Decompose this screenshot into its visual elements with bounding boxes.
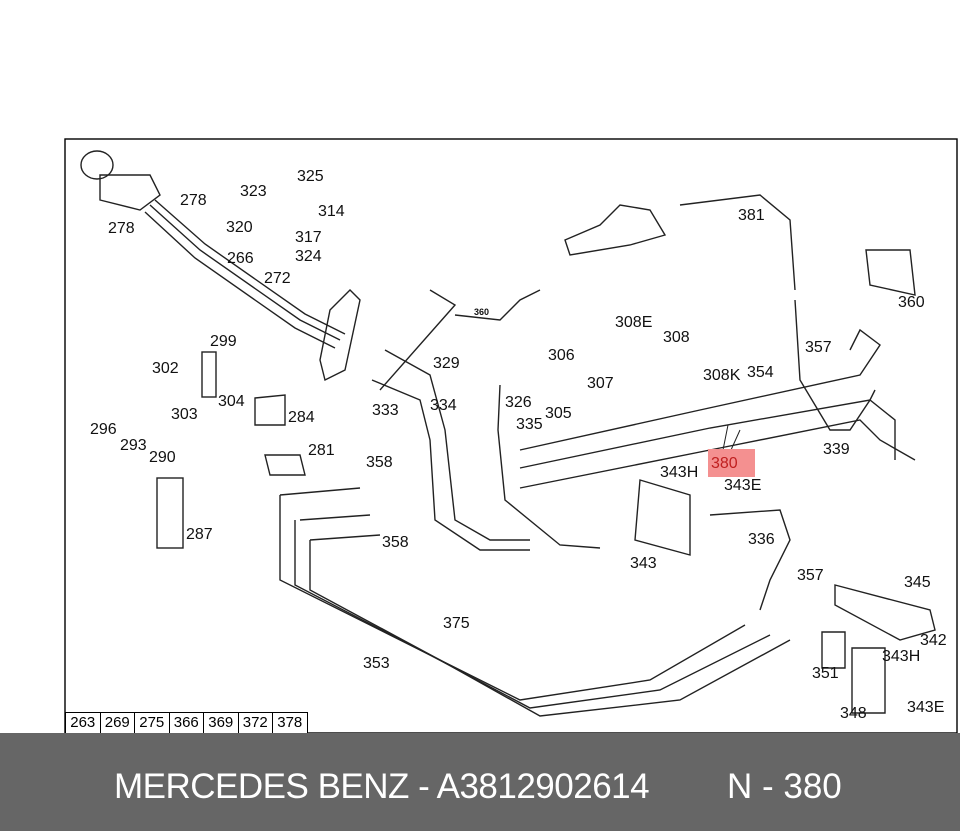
part-label: 308E bbox=[615, 314, 653, 331]
part-label: 284 bbox=[288, 409, 315, 426]
part-label: 343H bbox=[882, 648, 921, 665]
part-label: 323 bbox=[240, 183, 267, 200]
related-part-cell: 366 bbox=[168, 713, 204, 733]
highlighted-part-number: 380 bbox=[711, 455, 738, 472]
part-label: 305 bbox=[545, 405, 572, 422]
part-label: 317 bbox=[295, 229, 322, 246]
part-label: 339 bbox=[823, 441, 850, 458]
part-label: 354 bbox=[747, 364, 774, 381]
part-label: 343E bbox=[724, 477, 762, 494]
part-label: 358 bbox=[366, 454, 393, 471]
part-label: 334 bbox=[430, 397, 457, 414]
reservoir bbox=[99, 174, 161, 211]
highlighted-part-callout[interactable]: 380 bbox=[708, 449, 755, 477]
part-label: 333 bbox=[372, 402, 399, 419]
part-label: 324 bbox=[295, 248, 322, 265]
part-label: 335 bbox=[516, 416, 543, 433]
part-label: 343H bbox=[660, 464, 699, 481]
related-part-cell: 369 bbox=[203, 713, 238, 733]
part-label: 307 bbox=[587, 375, 614, 392]
part-label: 357 bbox=[805, 339, 832, 356]
part-label: 303 bbox=[171, 406, 198, 423]
part-label: 357 bbox=[797, 567, 824, 584]
footer-bar: MERCEDES BENZ - A3812902614 N - 380 bbox=[0, 733, 960, 831]
related-part-cell: 372 bbox=[237, 713, 273, 733]
part-label: 272 bbox=[264, 270, 291, 287]
part-label: 296 bbox=[90, 421, 117, 438]
part-label: 287 bbox=[186, 526, 213, 543]
related-part-cell: 378 bbox=[272, 713, 307, 733]
part-label: 281 bbox=[308, 442, 335, 459]
part-label: 358 bbox=[382, 534, 409, 551]
part-number-title: MERCEDES BENZ - A3812902614 bbox=[114, 767, 650, 806]
part-label: 278 bbox=[108, 220, 135, 237]
part-label: 304 bbox=[218, 393, 245, 410]
part-label: 326 bbox=[505, 394, 532, 411]
part-label: 336 bbox=[748, 531, 775, 548]
part-label: 360 bbox=[898, 294, 925, 311]
part-label: 360 bbox=[474, 307, 490, 317]
related-parts-table: 263 269 275 366 369 372 378 bbox=[65, 712, 308, 733]
part-label: 302 bbox=[152, 360, 179, 377]
part-label: 266 bbox=[227, 250, 254, 267]
part-label: 375 bbox=[443, 615, 470, 632]
part-label: 308K bbox=[703, 367, 741, 384]
related-part-cell: 269 bbox=[99, 713, 135, 733]
diagram-position: N - 380 bbox=[727, 767, 842, 806]
part-label: 343E bbox=[907, 699, 945, 716]
part-label: 320 bbox=[226, 219, 253, 236]
part-label: 325 bbox=[297, 168, 324, 185]
part-label: 351 bbox=[812, 665, 839, 682]
part-label: 278 bbox=[180, 192, 207, 209]
parts-diagram-drawing bbox=[64, 138, 958, 733]
part-label: 329 bbox=[433, 355, 460, 372]
part-label: 381 bbox=[738, 207, 765, 224]
part-label: 353 bbox=[363, 655, 390, 672]
part-label: 306 bbox=[548, 347, 575, 364]
part-label: 299 bbox=[210, 333, 237, 350]
related-part-cell: 275 bbox=[134, 713, 169, 733]
related-part-cell: 263 bbox=[65, 713, 100, 733]
part-label: 290 bbox=[149, 449, 176, 466]
part-label: 314 bbox=[318, 203, 345, 220]
part-label: 293 bbox=[120, 437, 147, 454]
part-label: 342 bbox=[920, 632, 947, 649]
part-label: 308 bbox=[663, 329, 690, 346]
part-label: 348 bbox=[840, 705, 867, 722]
part-label: 345 bbox=[904, 574, 931, 591]
reservoir-cap bbox=[80, 150, 114, 180]
part-label: 343 bbox=[630, 555, 657, 572]
